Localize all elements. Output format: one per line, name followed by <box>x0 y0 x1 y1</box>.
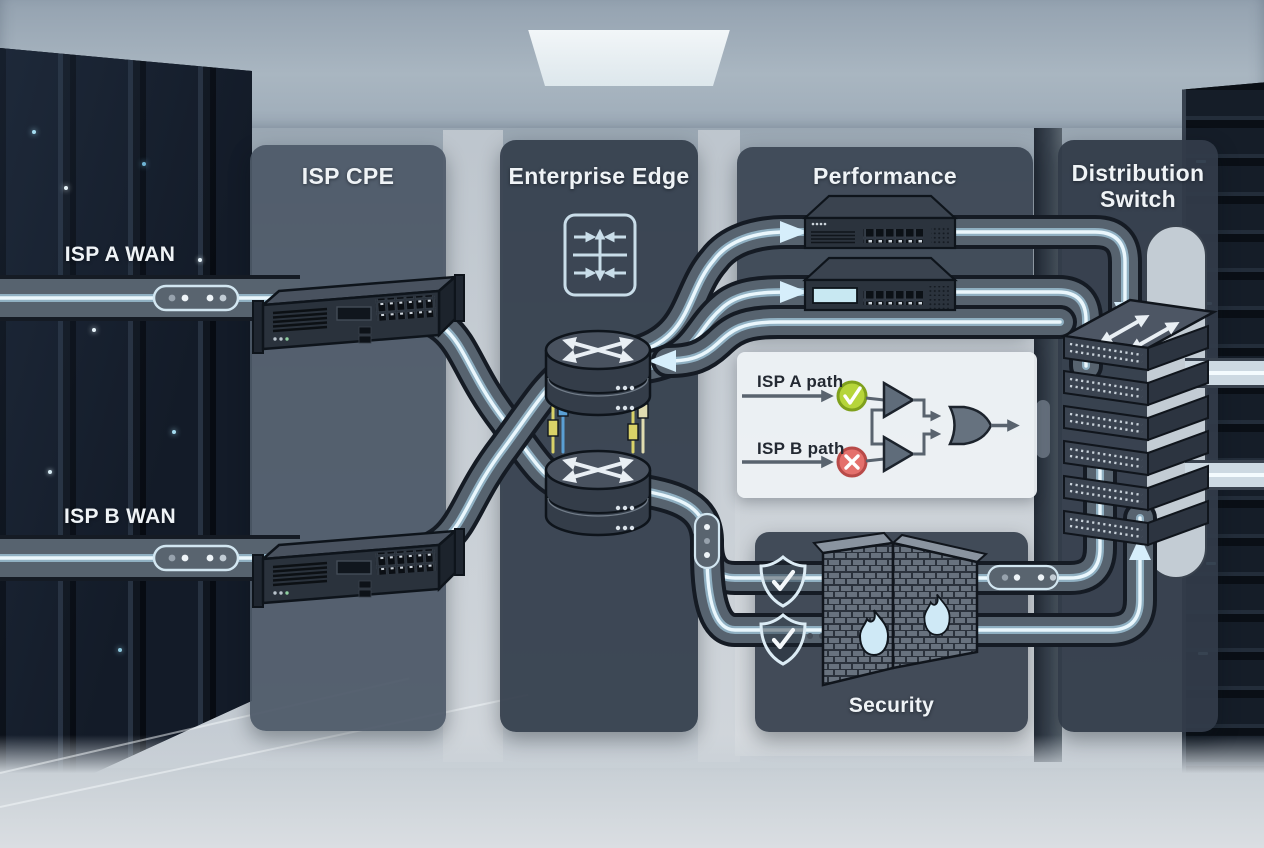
wan-b-label: ISP B WAN <box>64 505 176 528</box>
arrow-to-appliance1-icon <box>780 221 808 243</box>
panel-isp-cpe <box>250 145 446 731</box>
wan-a-connector <box>152 284 240 312</box>
wan-b-connector <box>152 544 240 572</box>
floor <box>0 735 1264 848</box>
brick-wall-flame-icon <box>821 541 895 687</box>
rack-led <box>142 162 146 166</box>
security-branch-connector <box>693 512 721 570</box>
wan-a-label: ISP A WAN <box>64 243 176 266</box>
crossroads-arrows-icon <box>563 213 637 297</box>
performance-appliance-1 <box>802 194 958 250</box>
panel-title-performance: Performance <box>813 163 957 189</box>
rack-led <box>172 430 176 434</box>
or-gate-icon <box>947 405 993 446</box>
shield-check-icon <box>761 615 805 664</box>
arrow-return-icon <box>648 350 676 372</box>
firewall-1 <box>812 531 895 687</box>
arrow-up-into-stack-icon <box>1129 536 1151 560</box>
panel-title-enterprise-edge: Enterprise Edge <box>508 163 690 189</box>
arrow-to-appliance2-icon <box>780 281 808 303</box>
rack-led <box>92 328 96 332</box>
isp-b-path-label: ISP B path <box>757 439 845 458</box>
ceiling-light-panel <box>528 30 730 86</box>
performance-appliance-2 <box>802 256 958 312</box>
wall-column-tab <box>1036 400 1050 458</box>
distribution-switch-stack <box>1060 298 1218 547</box>
edge-router-1 <box>546 331 650 415</box>
post-firewall-connector <box>986 564 1060 591</box>
shield-check-icon <box>761 557 805 606</box>
rack-led <box>48 470 52 474</box>
panel-title-distribution: Distribution Switch <box>1071 160 1205 213</box>
panel-title-security: Security <box>848 694 935 717</box>
lcd-screen <box>812 287 858 304</box>
rack-led <box>198 258 202 262</box>
rack-led <box>118 648 122 652</box>
edge-router-2 <box>546 451 650 535</box>
path-logic-graphics <box>742 380 1020 478</box>
rack-led <box>32 130 36 134</box>
isp-a-path-label: ISP A path <box>757 372 844 391</box>
rack-led <box>64 186 68 190</box>
buffer-gate-icon <box>882 380 916 420</box>
panel-title-isp-cpe: ISP CPE <box>301 163 395 189</box>
server-rack-left <box>0 48 252 816</box>
buffer-gate-icon <box>882 434 916 474</box>
return-link <box>668 322 1060 361</box>
